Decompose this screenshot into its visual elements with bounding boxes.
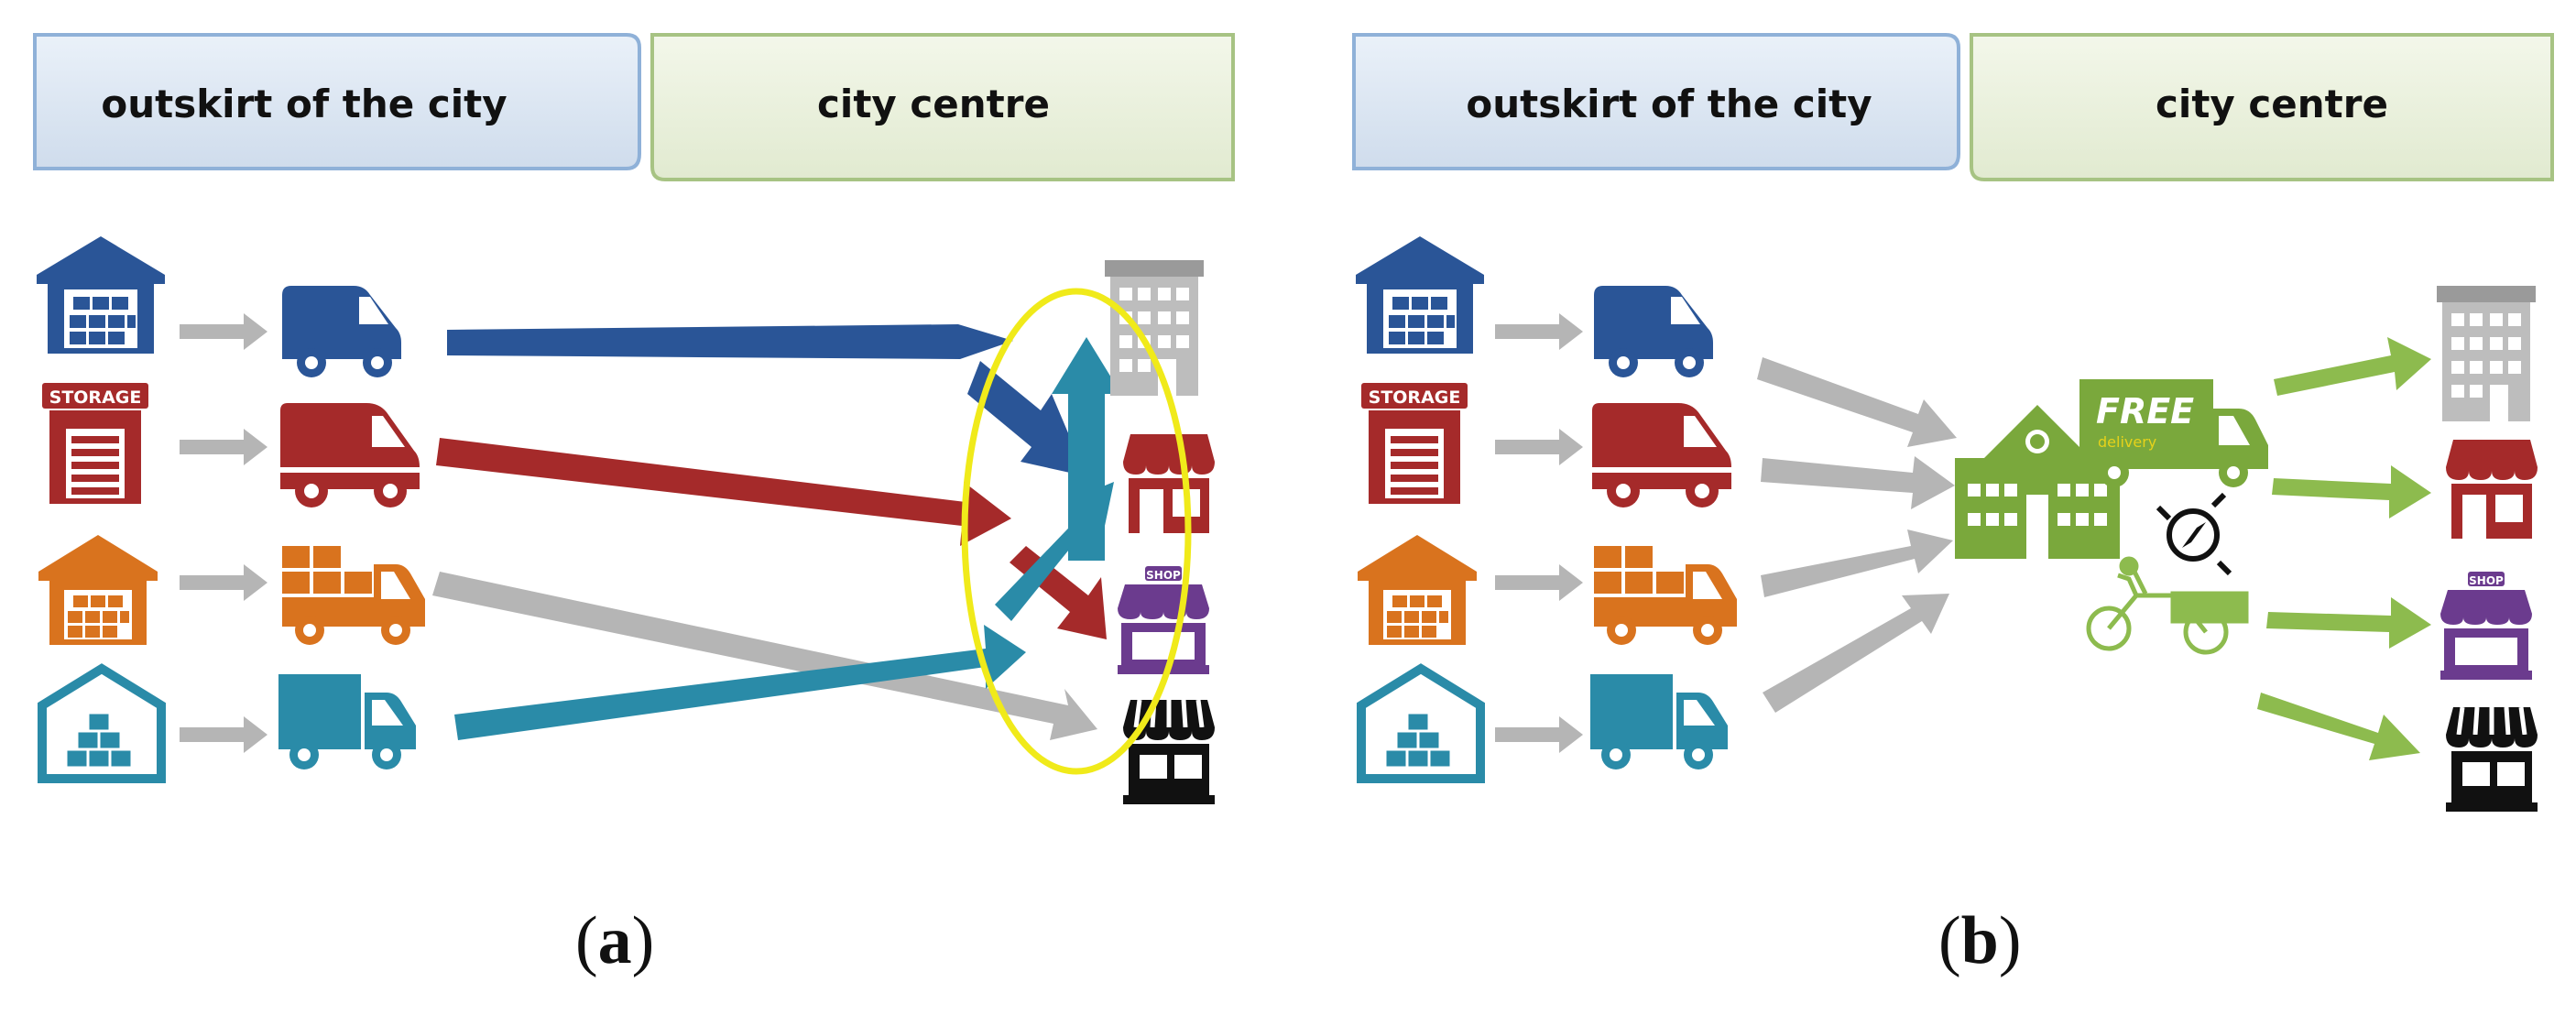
crate-truck-icon [1594, 546, 1737, 645]
box-truck-icon [1590, 674, 1728, 769]
header-right-label: city centre [817, 82, 1050, 126]
svg-text:SHOP: SHOP [2469, 574, 2504, 587]
cargo-bike-icon [2086, 556, 2249, 655]
free-delivery-truck-icon: FREE delivery [2079, 379, 2268, 487]
panel-a-diagram: outskirt of the city city centre STORAGE [33, 33, 1235, 824]
caption-b: (b) [1938, 903, 2022, 978]
warehouse-orange-icon [38, 535, 158, 645]
direct-delivery-arrows [432, 324, 1121, 740]
warehouse-outline-icon [1361, 669, 1480, 779]
van-icon [1594, 286, 1713, 377]
warehouse-orange-icon [1358, 535, 1477, 645]
header-left-bar [33, 33, 641, 170]
svg-text:STORAGE: STORAGE [1369, 387, 1461, 408]
office-building-icon [1105, 260, 1204, 396]
header-left-label: outskirt of the city [101, 82, 507, 126]
header-right-bar [1970, 33, 2554, 181]
svg-text:delivery: delivery [2098, 433, 2156, 451]
svg-text:SHOP: SHOP [1146, 569, 1181, 582]
header-left-bar [1352, 33, 1960, 170]
origin-arrows [1495, 313, 1583, 753]
svg-text:FREE: FREE [2096, 391, 2194, 431]
panel-b: outskirt of the city city centre STORAGE [1352, 0, 2576, 824]
warehouse-icon [37, 236, 165, 354]
box-truck-icon [278, 674, 416, 769]
consolidation-arrows [1757, 357, 1957, 713]
storage-icon: STORAGE [1361, 383, 1468, 504]
storage-icon: STORAGE [42, 383, 148, 504]
truck-icon [1592, 403, 1731, 508]
header-left-label: outskirt of the city [1466, 82, 1872, 126]
shop-black-icon [1123, 700, 1215, 804]
panel-a: outskirt of the city city centre STORAGE [33, 0, 1315, 824]
office-building-icon [2437, 286, 2536, 421]
shop-red-icon [2446, 440, 2538, 539]
warehouse-icon [1356, 236, 1484, 354]
header-right-label: city centre [2156, 82, 2388, 126]
crate-truck-icon [282, 546, 425, 645]
caption-a: (a) [575, 903, 655, 978]
last-mile-arrows [2257, 337, 2431, 760]
van-icon [282, 286, 401, 377]
truck-icon [280, 403, 420, 508]
consolidation-centre-icon [1955, 405, 2120, 559]
shop-purple-icon: SHOP [2440, 572, 2532, 680]
header-right-bar [650, 33, 1235, 181]
shop-red-icon [1123, 434, 1215, 533]
highlight-ellipse [961, 288, 1192, 775]
shop-purple-icon: SHOP [1118, 566, 1209, 674]
svg-text:STORAGE: STORAGE [49, 387, 142, 408]
warehouse-outline-icon [42, 669, 161, 779]
compass-icon [2156, 492, 2232, 576]
origin-arrows [180, 313, 267, 753]
shop-black-icon [2446, 707, 2538, 812]
panel-b-diagram: outskirt of the city city centre STORAGE [1352, 33, 2554, 824]
